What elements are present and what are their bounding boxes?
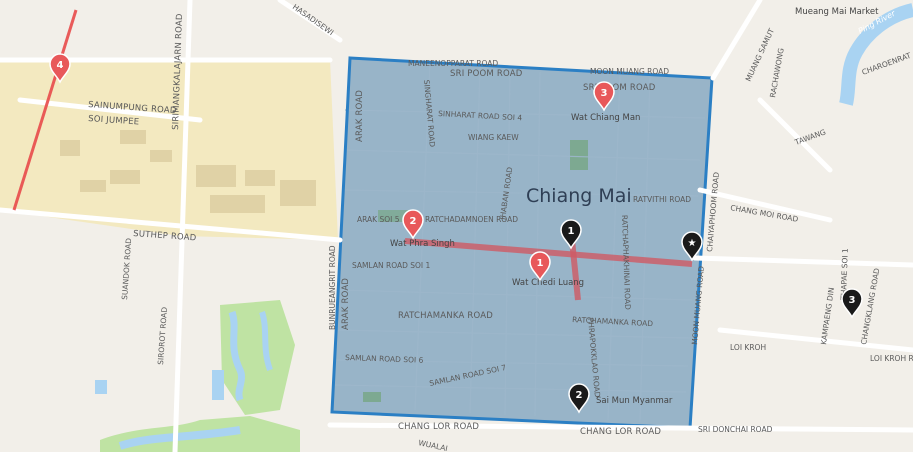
map-pin-icon: [560, 219, 582, 250]
city-label: Chiang Mai: [526, 185, 632, 207]
pin-red-3[interactable]: 3: [593, 81, 615, 112]
road-suthep: SUTHEP ROAD: [133, 229, 197, 243]
pin-red-2[interactable]: 2: [402, 209, 424, 240]
map-pin-icon: [49, 53, 71, 84]
park-pond-2: [259, 311, 273, 372]
road-ratchamanka-2: RATCHAMANKA ROAD: [572, 315, 654, 328]
road-samlan-soi1: SAMLAN ROAD SOI 1: [352, 261, 431, 270]
pin-label: 3: [601, 88, 608, 99]
road-thapae-soi: THAPAE SOI 1: [839, 248, 850, 301]
canal-south: [118, 426, 241, 450]
road-samlan-soi6: SAMLAN ROAD SOI 6: [345, 353, 424, 365]
road-loi-kroh-2: LOI KROH ROAD: [870, 354, 913, 363]
campus-buildings: [60, 130, 316, 213]
map-pin-icon: [841, 288, 863, 319]
pin-label: 2: [576, 390, 583, 401]
road-ratchapakinai: RATCHAPHAKHINAI ROAD: [620, 215, 632, 310]
road-suandok: SUANDOK ROAD: [120, 238, 133, 301]
river-bank: [845, 8, 913, 452]
road-ratchadamnoen: RATCHADAMNOEN ROAD: [425, 215, 518, 224]
old-city-garden: [363, 392, 381, 402]
route-4-line: [12, 9, 78, 211]
map-pin-icon: [681, 231, 703, 262]
map-pin-icon: [593, 81, 615, 112]
road-wiang-kaew: WIANG KAEW: [468, 133, 519, 142]
park-pond: [228, 310, 246, 402]
ping-river: [839, 3, 913, 106]
road-arak-2: ARAK ROAD: [341, 278, 351, 330]
route-ratchadamnoen: [404, 238, 693, 267]
road-arak-soi5: ARAK SOI 5: [357, 215, 400, 224]
place-wat-chedi-luang: Wat Chedi Luang: [512, 278, 584, 288]
road-ratvithi: RATVITHI ROAD: [633, 195, 691, 204]
old-city-lawn: [378, 210, 408, 222]
pin-black-1[interactable]: 1: [560, 219, 582, 250]
pin-label: 1: [568, 226, 575, 237]
road-chang-lor: CHANG LOR ROAD: [398, 422, 479, 432]
road-manee-top: MANEENOPPARAT ROAD: [408, 59, 498, 68]
map-pin-icon: [529, 251, 551, 282]
pin-label: 1: [537, 258, 544, 269]
road-chang-lor-2: CHANG LOR ROAD: [580, 427, 661, 437]
pin-black-2[interactable]: 2: [568, 383, 590, 414]
place-wat-chiang-man: Wat Chiang Man: [571, 113, 640, 123]
road-sri-poom-2: SRI POOM ROAD: [583, 83, 656, 93]
pin-label: 2: [410, 216, 417, 227]
map-pin-icon: [568, 383, 590, 414]
pin-black-3[interactable]: 3: [841, 288, 863, 319]
road-sirimangkalajarn: SIRIMANGKALAJARN ROAD: [171, 13, 185, 130]
pond-small: [95, 380, 107, 394]
road-sri-poom-1: SRI POOM ROAD: [450, 69, 523, 79]
pin-label: 3: [849, 295, 856, 306]
place-sai-mun: Sai Mun Myanmar: [596, 396, 673, 406]
place-mueang-mai: Mueang Mai Market: [795, 7, 879, 17]
old-city-park: [570, 140, 588, 170]
road-soi-jumpee: SOI JUMPEE: [88, 114, 140, 128]
road-moon-muang-top: MOON MUANG ROAD: [590, 67, 669, 76]
road-sirorot: SIROROT ROAD: [156, 306, 169, 365]
old-city-streets: [334, 61, 706, 423]
road-sri-donchai: SRI DONCHAI ROAD: [698, 425, 773, 434]
map-pin-icon: [402, 209, 424, 240]
place-wat-phra-singh: Wat Phra Singh: [390, 239, 455, 249]
pin-label: ★: [688, 238, 697, 249]
pin-label: 4: [57, 60, 64, 71]
pin-black-star[interactable]: ★: [681, 231, 703, 262]
pin-red-4[interactable]: 4: [49, 53, 71, 84]
road-sinharat-soi: SINHARAT ROAD SOI 4: [438, 109, 523, 122]
road-arak: ARAK ROAD: [355, 90, 365, 142]
map-pins[interactable]: 1 2 3 4 1 2 3 ★: [49, 53, 863, 414]
road-loi-kroh: LOI KROH: [730, 343, 766, 352]
road-ratchamanka: RATCHAMANKA ROAD: [398, 311, 493, 321]
road-bunrueang: BUNRUEANGRIT ROAD: [328, 245, 337, 330]
route-phrapokklao: [569, 239, 581, 301]
pin-red-1[interactable]: 1: [529, 251, 551, 282]
pool: [212, 370, 224, 400]
